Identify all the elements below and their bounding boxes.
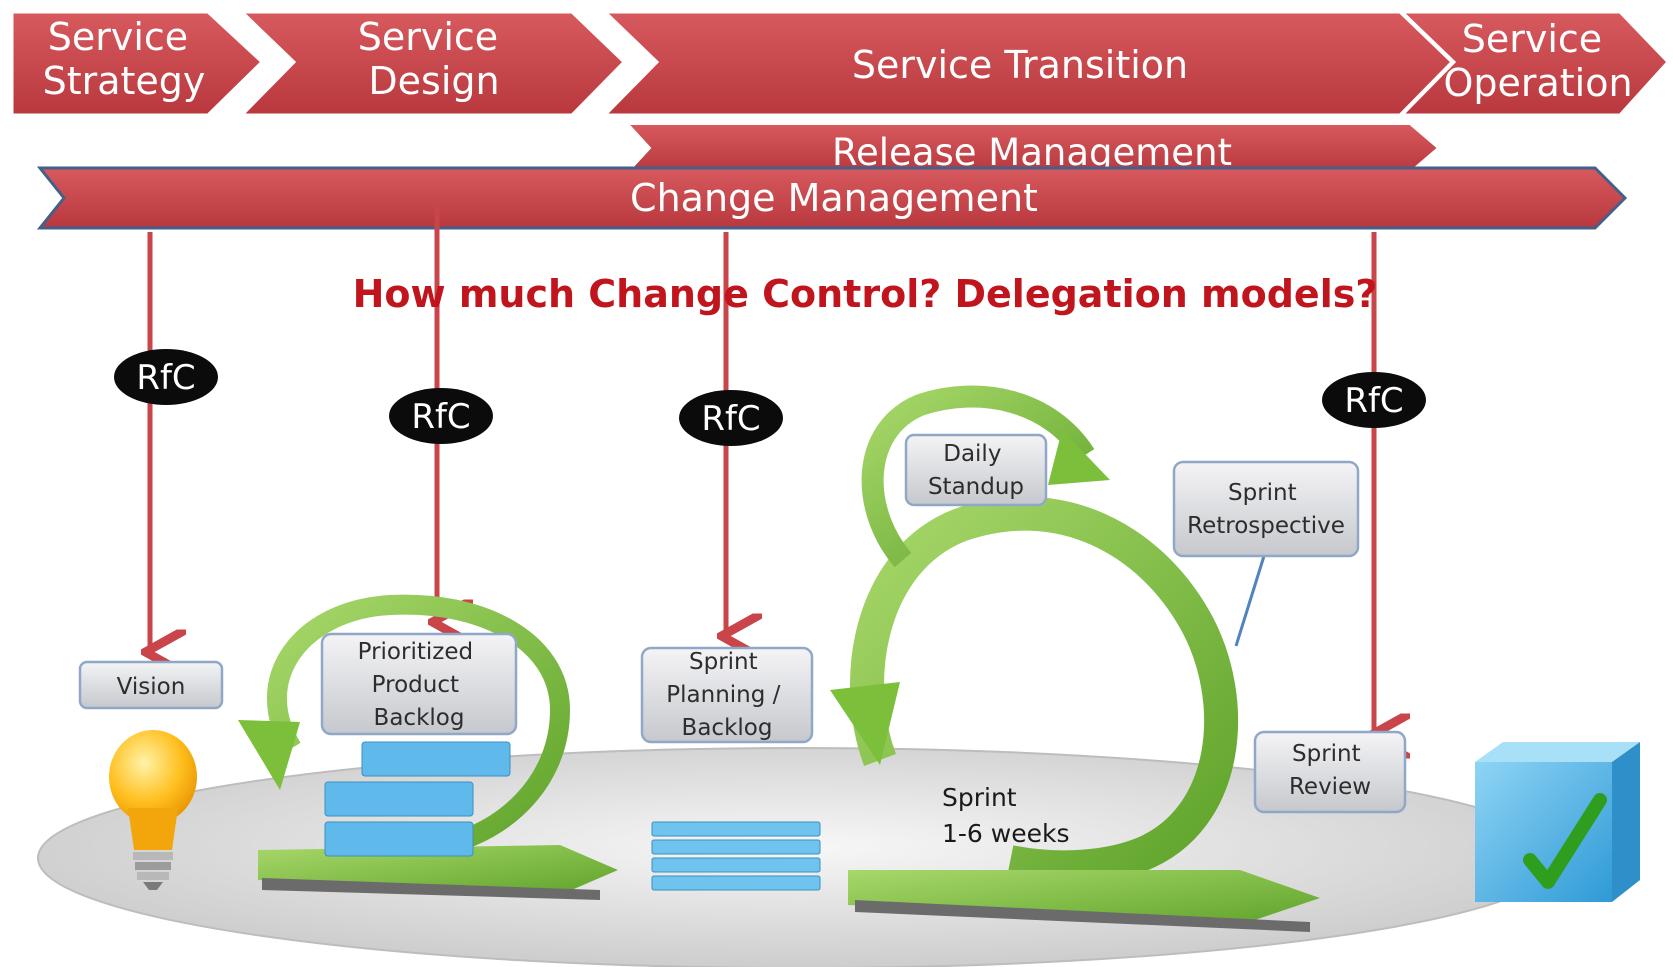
review-label: Sprint Review <box>1289 741 1371 800</box>
backlog-label: Prioritized Product Backlog <box>358 639 481 731</box>
change-control-question: How much Change Control? Delegation mode… <box>353 272 1378 316</box>
phase-label-transition: Service Transition <box>852 43 1188 87</box>
phase-label-design: Service Design <box>358 15 511 103</box>
rfc-badge-1 <box>114 349 218 405</box>
vision-box <box>78 660 224 710</box>
rfc-label-3: RfC <box>701 399 760 439</box>
backlog-box <box>320 632 518 736</box>
backlog-cycle-arrow <box>238 594 618 900</box>
sprint-cycle-arrow <box>830 385 1320 932</box>
sprint-backlog-stack <box>651 821 821 891</box>
lightbulb-icon <box>109 730 197 890</box>
rfc-label-4: RfC <box>1344 381 1403 421</box>
phase-service-design <box>238 10 627 117</box>
standup-label: Daily Standup <box>928 441 1024 500</box>
phase-label-operation: Service Operation <box>1443 17 1632 105</box>
phase-label-strategy: Service Strategy <box>43 15 206 103</box>
rfc-label-1: RfC <box>136 358 195 398</box>
rfc-label-2: RfC <box>411 397 470 437</box>
backlog-stack <box>324 741 511 857</box>
phase-chevrons <box>10 10 1671 117</box>
planning-box <box>640 646 814 744</box>
phase-service-strategy <box>10 10 265 117</box>
sprint-duration-label: Sprint 1-6 weeks <box>942 783 1070 848</box>
rfc-badges <box>114 349 1426 446</box>
phase-service-operation <box>1398 10 1671 117</box>
checkmark-cube-icon <box>1475 742 1640 902</box>
rfc-badge-4 <box>1322 372 1426 428</box>
vision-label: Vision <box>117 674 186 700</box>
standup-box <box>904 433 1048 507</box>
planning-label: Sprint Planning / Backlog <box>666 649 787 741</box>
review-box <box>1253 730 1407 814</box>
retro-connector <box>1234 555 1266 647</box>
rfc-badge-2 <box>389 388 493 444</box>
change-management-label: Change Management <box>630 176 1038 220</box>
rfc-badge-3 <box>679 390 783 446</box>
retro-label: Sprint Retrospective <box>1187 480 1345 539</box>
retro-box <box>1172 460 1360 558</box>
